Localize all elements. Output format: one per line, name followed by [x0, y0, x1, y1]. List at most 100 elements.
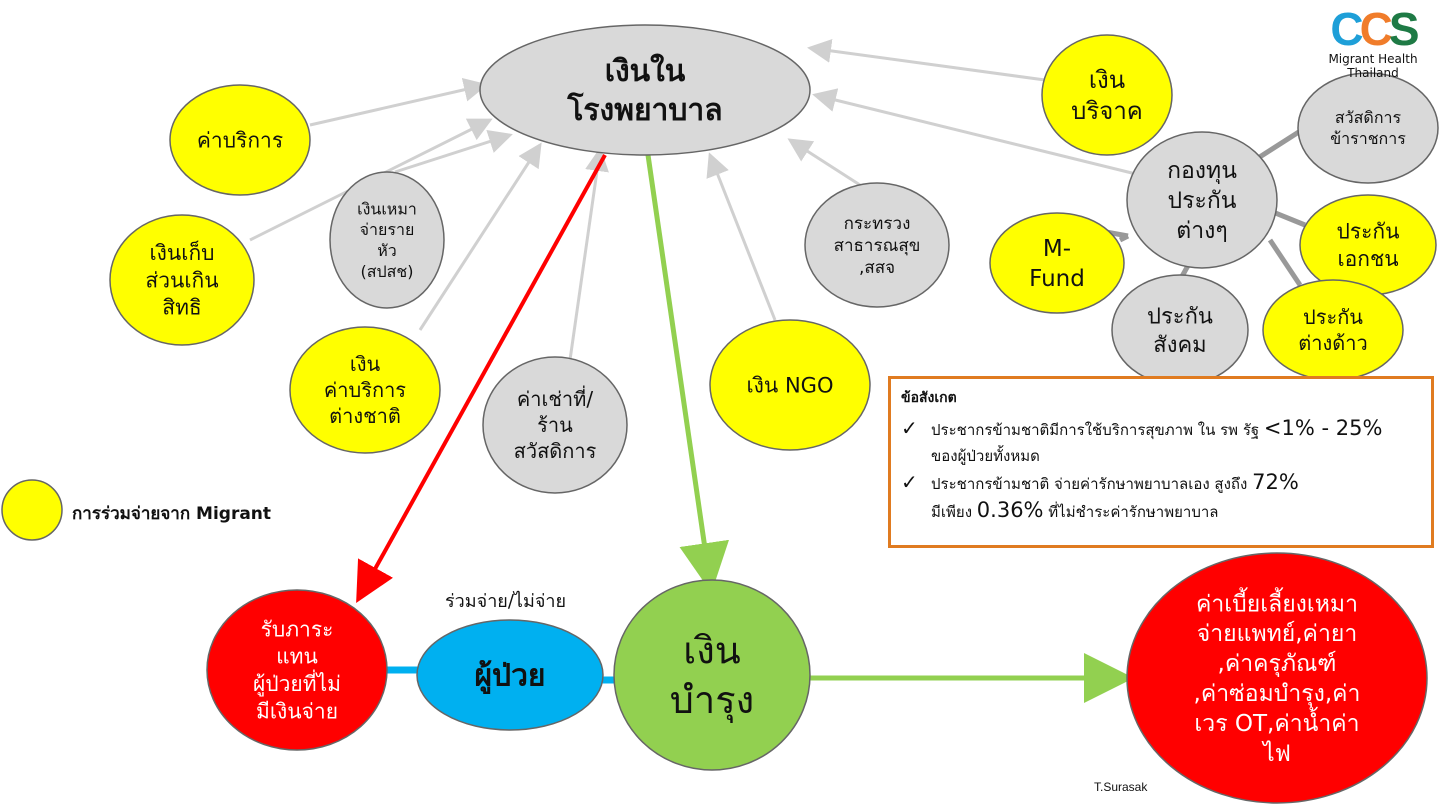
node-label: สวัสดิการ	[1335, 108, 1402, 127]
node-service-fee: ค่าบริการ	[169, 84, 311, 196]
node-label: เงิน	[683, 629, 741, 673]
node-shape	[1126, 131, 1278, 269]
node-shape	[613, 579, 811, 771]
connector-line	[787, 138, 861, 187]
author-credit: T.Surasak	[1094, 780, 1148, 794]
connector-line	[706, 152, 777, 321]
node-label: บริจาค	[1071, 97, 1143, 125]
node-label: จ่ายแพทย์,ค่ายา	[1197, 620, 1358, 647]
node-label: เงินเหมา	[357, 199, 417, 218]
legend-label: การร่วมจ่ายจาก Migrant	[72, 504, 272, 524]
ccs-logo: CCS Migrant Health Thailand	[1318, 6, 1428, 80]
node-label: เงินเก็บ	[149, 239, 214, 265]
connector-line	[418, 142, 542, 331]
node-label: Fund	[1029, 266, 1085, 292]
node-shape	[804, 182, 950, 308]
arrow-to-burden	[356, 154, 607, 603]
node-shape	[482, 356, 628, 494]
node-label: ประกัน	[1168, 188, 1237, 214]
check-icon: ✓	[901, 416, 918, 440]
observation-item-2: ✓ ประชากรข้ามชาติ จ่ายค่ารักษาพยาบาลเอง …	[901, 469, 1421, 525]
node-social-security: ประกันสังคม	[1111, 274, 1249, 386]
observation-item-1: ✓ ประชากรข้ามชาติมีการใช้บริการสุขภาพ ใน…	[901, 415, 1421, 469]
arrow-to-maintenance	[645, 154, 730, 593]
node-label: โรงพยาบาล	[566, 91, 722, 128]
node-label: สาธารณสุข	[834, 236, 921, 256]
node-label: (สปสช)	[360, 262, 413, 281]
check-icon: ✓	[901, 470, 918, 494]
node-shape	[989, 212, 1125, 314]
node-shape	[206, 589, 388, 751]
item1-cont: ของผู้ป่วยทั้งหมด	[931, 447, 1040, 465]
node-shape	[416, 619, 604, 731]
node-label: ประกัน	[1147, 304, 1213, 329]
node-label: เงิน	[1089, 66, 1125, 94]
item1-text: ประชากรข้ามชาติมีการใช้บริการสุขภาพ ใน ร…	[931, 421, 1264, 439]
connector-line	[807, 38, 1046, 82]
node-label: ผู้ป่วย	[474, 659, 545, 695]
node-label: ,ค่าซ่อมบำรุง,ค่า	[1194, 681, 1361, 707]
node-label: ผู้ป่วยที่ไม่	[253, 669, 341, 697]
node-shape	[289, 326, 441, 454]
node-patient: ผู้ป่วย	[416, 619, 604, 731]
node-donation: เงินบริจาค	[1041, 34, 1173, 156]
node-label: ข้าราชการ	[1330, 129, 1406, 148]
node-maintenance: เงินบำรุง	[613, 579, 811, 771]
item2-cont-pre: มีเพียง	[931, 503, 977, 521]
node-ngo: เงิน NGO	[709, 319, 871, 451]
node-label: ค่าเบี้ยเลี้ยงเหมา	[1196, 587, 1358, 617]
node-label: ต่างด้าว	[1298, 331, 1367, 355]
node-label: แทน	[276, 645, 318, 669]
node-label: ประกัน	[1337, 220, 1400, 244]
node-label: มีเงินจ่าย	[256, 699, 338, 723]
node-shape	[479, 24, 811, 156]
connector-line	[568, 147, 609, 361]
node-shape	[109, 214, 255, 346]
item2-cont-value: 0.36%	[976, 498, 1044, 522]
observation-box: ข้อสังเกต ✓ ประชากรข้ามชาติมีการใช้บริกา…	[888, 376, 1434, 548]
logo-line2: Thailand	[1347, 66, 1399, 80]
item1-value: <1% - 25%	[1263, 416, 1383, 440]
fund-connector	[1253, 125, 1307, 163]
connector-line	[394, 130, 513, 174]
node-label: สิทธิ	[162, 296, 201, 320]
node-label: ,ค่าครุภัณฑ์	[1218, 650, 1337, 677]
node-label: จ่ายราย	[360, 220, 415, 239]
node-label: รับภาระ	[261, 617, 334, 641]
co-pay-label: ร่วมจ่าย/ไม่จ่าย	[445, 591, 567, 612]
node-shape	[169, 84, 311, 196]
fund-connector	[1267, 238, 1303, 287]
node-label: เงิน	[350, 352, 381, 376]
node-label: ค่าบริการ	[197, 128, 283, 152]
item2-text: ประชากรข้ามชาติ จ่ายค่ารักษาพยาบาลเอง สู…	[931, 475, 1253, 493]
node-label: ไฟ	[1261, 740, 1291, 767]
node-label: M-	[1043, 236, 1071, 262]
observation-title: ข้อสังเกต	[901, 390, 957, 406]
node-shape	[1041, 34, 1173, 156]
connector-line	[812, 88, 1141, 177]
node-label: กระทรวง	[844, 214, 911, 234]
item2-cont-post: ที่ไม่ชำระค่ารักษาพยาบาล	[1043, 503, 1219, 521]
node-shape	[1126, 552, 1428, 804]
node-label: ต่างชาติ	[329, 404, 401, 428]
logo-line1: Migrant Health	[1328, 52, 1418, 66]
legend-yellow-swatch	[1, 479, 63, 541]
node-label: ค่าเช่าที่/	[517, 385, 593, 411]
node-label: ,สสจ	[859, 258, 895, 278]
node-shape	[709, 319, 871, 451]
node-label: สวัสดิการ	[514, 439, 597, 463]
node-shape	[1111, 274, 1249, 386]
node-label: ค่าบริการ	[324, 378, 406, 402]
node-shape	[1262, 279, 1404, 381]
node-label: ประกัน	[1303, 305, 1363, 329]
